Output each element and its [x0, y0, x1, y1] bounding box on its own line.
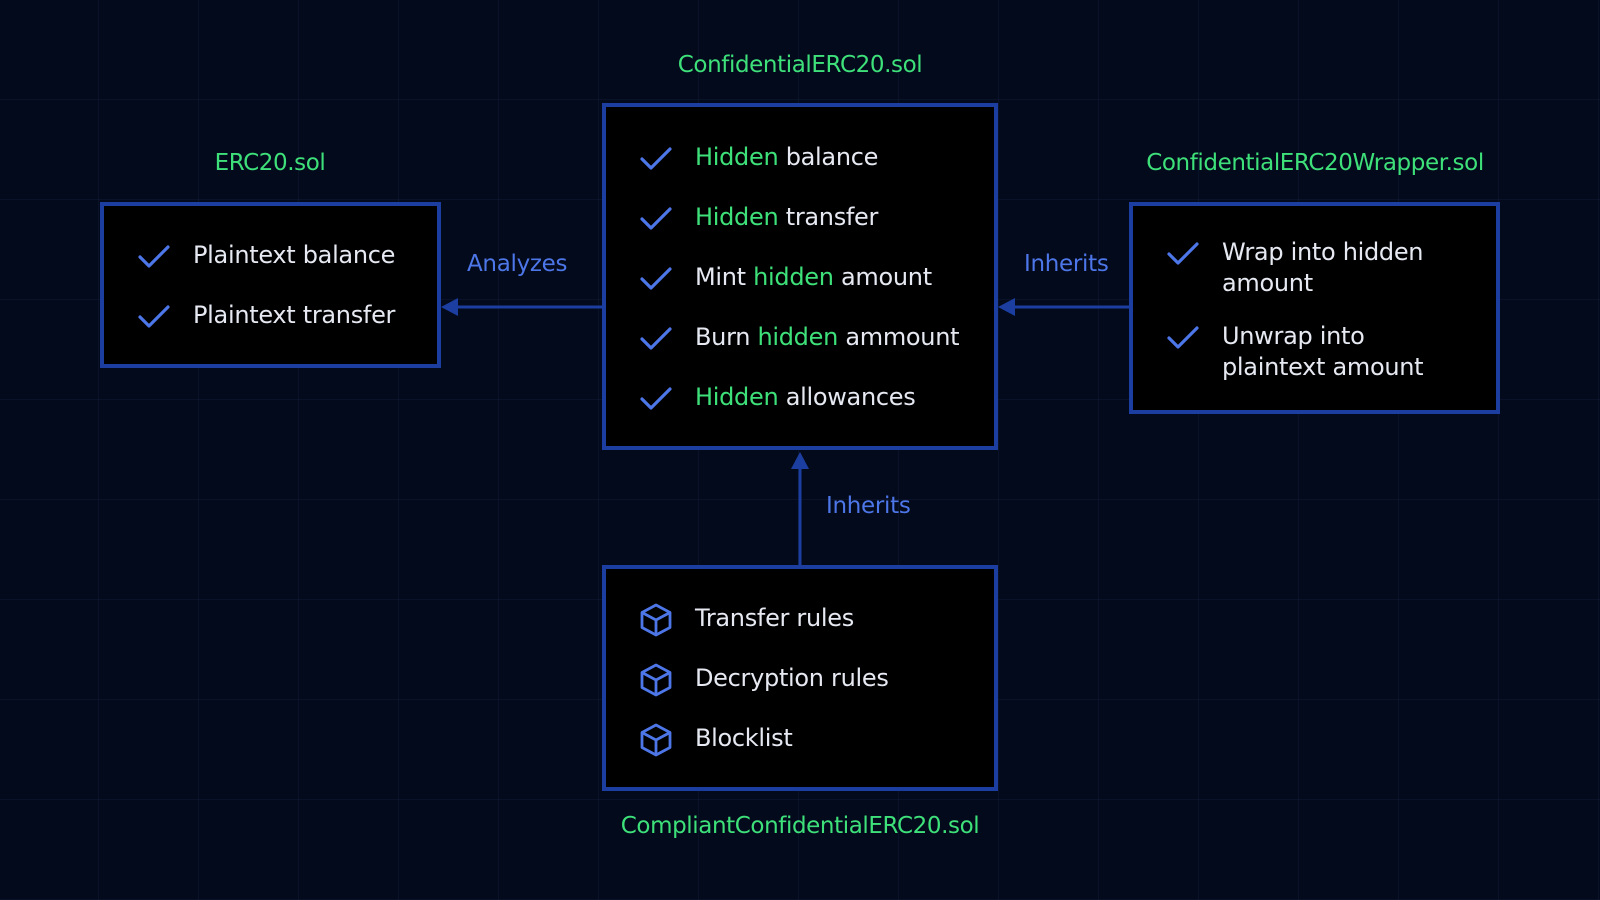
cube-icon: [639, 603, 673, 637]
confidential-box: Hidden balance Hidden transfer Mint hidd…: [602, 103, 998, 450]
arrow-inherits-wrapper: [998, 298, 1129, 316]
highlight-word: hidden: [757, 323, 838, 351]
check-icon: [1166, 321, 1200, 355]
compliant-item: Decryption rules: [639, 663, 889, 697]
highlight-word: Hidden: [695, 203, 779, 231]
arrow-inherits-compliant: [791, 452, 809, 567]
wrapper-box: Wrap into hidden amount Unwrap into plai…: [1129, 202, 1500, 414]
check-icon: [137, 300, 171, 334]
compliant-title: CompliantConfidentialERC20.sol: [620, 813, 980, 839]
check-icon: [639, 322, 673, 356]
confidential-item: Hidden allowances: [639, 382, 916, 416]
item-text: Unwrap into plaintext amount: [1222, 322, 1424, 381]
erc20-box: Plaintext balance Plaintext transfer: [100, 202, 441, 368]
item-text: Wrap into hidden amount: [1222, 238, 1424, 297]
erc20-item: Plaintext balance: [137, 240, 395, 274]
item-text: Hidden transfer: [695, 203, 879, 231]
edge-label-inherits-wrapper: Inherits: [1024, 251, 1109, 277]
confidential-item: Mint hidden amount: [639, 262, 932, 296]
item-text: Hidden balance: [695, 143, 879, 171]
wrapper-title: ConfidentialERC20Wrapper.sol: [1146, 150, 1484, 176]
item-text: Plaintext transfer: [193, 301, 396, 329]
highlight-word: Hidden: [695, 143, 779, 171]
item-text: Blocklist: [695, 724, 793, 752]
compliant-box: Transfer rules Decryption rules Blocklis…: [602, 565, 998, 791]
erc20-title: ERC20.sol: [214, 150, 326, 176]
cube-icon: [639, 663, 673, 697]
arrow-analyzes: [441, 298, 602, 316]
item-text: Mint hidden amount: [695, 263, 932, 291]
check-icon: [137, 240, 171, 274]
check-icon: [1166, 237, 1200, 271]
cube-icon: [639, 723, 673, 757]
wrapper-item: Wrap into hidden amount: [1166, 237, 1462, 299]
wrapper-item: Unwrap into plaintext amount: [1166, 321, 1462, 383]
check-icon: [639, 202, 673, 236]
highlight-word: hidden: [753, 263, 834, 291]
item-text: Burn hidden ammount: [695, 323, 960, 351]
item-text: Transfer rules: [695, 604, 854, 632]
edge-label-inherits-compliant: Inherits: [826, 493, 911, 519]
highlight-word: Hidden: [695, 383, 779, 411]
confidential-item: Hidden balance: [639, 142, 878, 176]
compliant-item: Blocklist: [639, 723, 793, 757]
item-text: Hidden allowances: [695, 383, 916, 411]
confidential-item: Burn hidden ammount: [639, 322, 960, 356]
item-text: Decryption rules: [695, 664, 889, 692]
confidential-item: Hidden transfer: [639, 202, 878, 236]
compliant-item: Transfer rules: [639, 603, 854, 637]
item-text: Plaintext balance: [193, 241, 396, 269]
erc20-item: Plaintext transfer: [137, 300, 395, 334]
check-icon: [639, 382, 673, 416]
edge-label-analyzes: Analyzes: [467, 251, 568, 277]
confidential-title: ConfidentialERC20.sol: [677, 52, 923, 78]
check-icon: [639, 262, 673, 296]
check-icon: [639, 142, 673, 176]
